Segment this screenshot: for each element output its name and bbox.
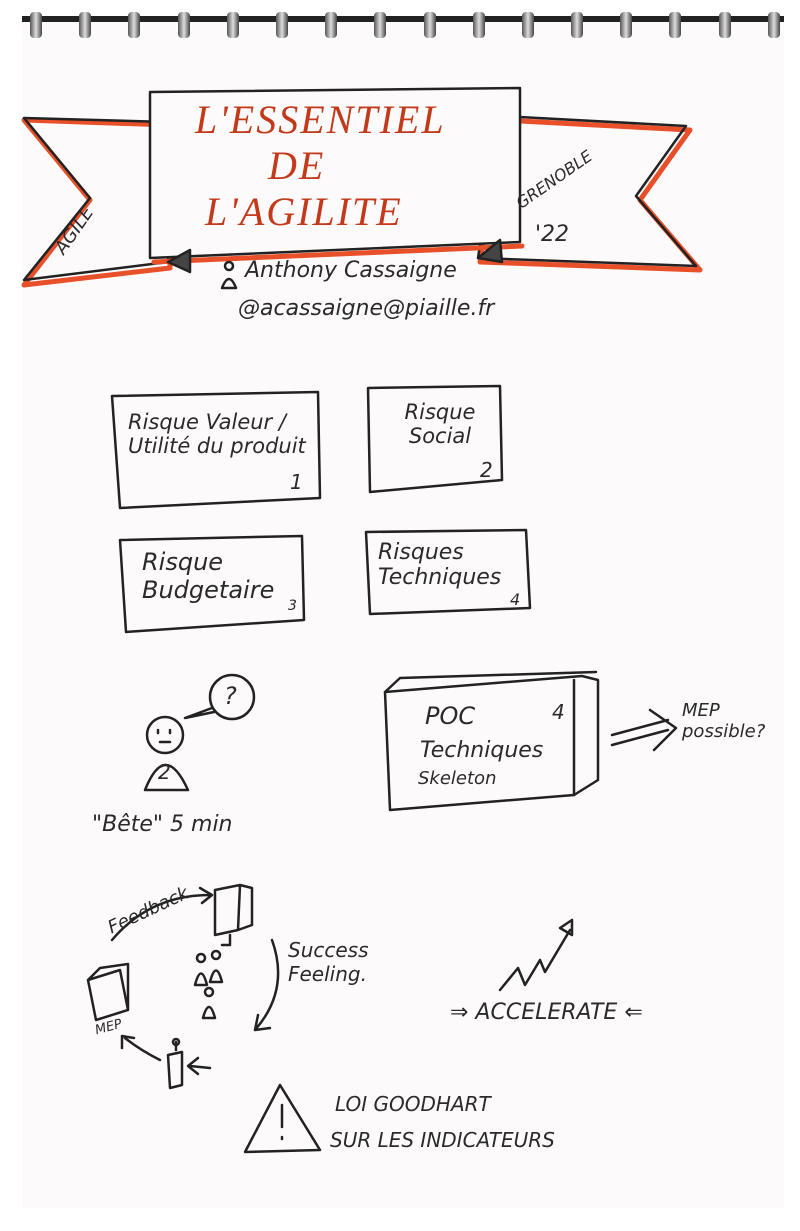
risk-3-number: 3 xyxy=(288,598,297,614)
accelerate-text: ⇒ ACCELERATE ⇐ xyxy=(450,1000,643,1025)
title-line-1: L'ESSENTIEL xyxy=(195,97,446,142)
mep-possible-text: MEP possible? xyxy=(682,700,766,742)
risk-3-label: Risque Budgetaire xyxy=(142,548,275,604)
main-banner xyxy=(148,86,522,260)
risk-1-label: Risque Valeur / Utilité du produit xyxy=(128,410,306,458)
risk-1-number: 1 xyxy=(290,470,303,494)
success-arrow xyxy=(253,938,280,1032)
risk-box-3 xyxy=(118,534,306,634)
success-feeling-label: Success Feeling. xyxy=(288,938,369,986)
poc-line-2: Techniques xyxy=(420,738,544,763)
risk-4-number: 4 xyxy=(510,590,521,609)
risk-2-label: Risque Social xyxy=(404,400,476,448)
person-caption: "Bête" 5 min xyxy=(92,812,233,837)
left-ribbon-shadow xyxy=(21,117,173,288)
person-head xyxy=(145,715,185,755)
risk-2-number: 2 xyxy=(480,458,493,482)
mep-box-icon xyxy=(86,962,130,1022)
risk-box-2 xyxy=(366,384,504,494)
person-body xyxy=(143,763,190,792)
screen-icon xyxy=(213,883,254,947)
poc-title: POC xyxy=(425,702,476,730)
author-handle: @acassaigne@piaille.fr xyxy=(238,296,495,321)
risk-box-1 xyxy=(110,390,322,510)
warning-line-2: SUR LES INDICATEURS xyxy=(330,1128,555,1152)
title-line-2: DE xyxy=(268,143,326,188)
warning-line-1: LOI GOODHART xyxy=(335,1092,491,1116)
feedback-arrow xyxy=(110,886,214,942)
title-line-3: L'AGILITE xyxy=(205,189,403,234)
growth-arrow-icon xyxy=(498,918,574,992)
poc-number: 4 xyxy=(552,700,565,724)
person-badge: 2 xyxy=(158,760,171,784)
risk-4-label: Risques Techniques xyxy=(378,540,502,590)
poc-line-3: Skeleton xyxy=(418,768,497,789)
thought-bubble-text: ? xyxy=(224,682,237,710)
warning-triangle-icon xyxy=(243,1083,322,1154)
spiral-rings xyxy=(30,12,780,42)
poc-box xyxy=(383,674,600,812)
author-name: Anthony Cassaigne xyxy=(245,258,457,283)
thought-bubble xyxy=(208,673,256,721)
left-ribbon xyxy=(22,116,170,282)
right-ribbon-year: '22 xyxy=(535,222,570,247)
notebook-binding xyxy=(22,16,784,22)
user-icon xyxy=(166,1040,184,1090)
risk-box-4 xyxy=(364,528,532,616)
